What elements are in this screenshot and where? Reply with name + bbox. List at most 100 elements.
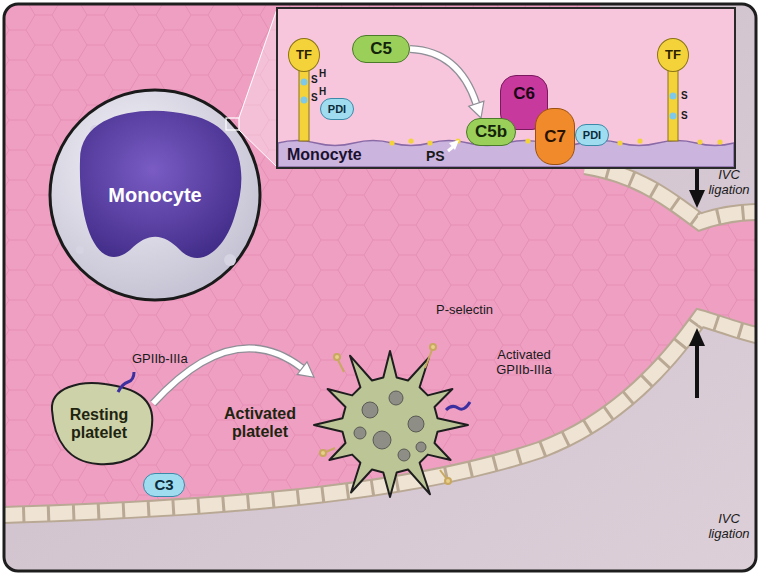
inset-ground: [277, 8, 735, 168]
cell-name: Activated platelet: [212, 405, 308, 442]
ligation-arrow: [689, 328, 705, 346]
ps-dot: [427, 140, 432, 145]
monocyte-body: [50, 90, 260, 300]
annotation-label: H: [319, 86, 326, 98]
vessel-wall: [4, 318, 756, 515]
p-selectin: [338, 360, 344, 372]
inset-caption: Monocyte: [287, 146, 362, 164]
arrow-shaft: [410, 49, 476, 104]
protein-name: C6: [513, 84, 535, 104]
complement-c5b: C5b: [466, 118, 516, 146]
arrow-head: [469, 101, 484, 118]
vessel-wall: [585, 166, 756, 222]
annotation-label: S: [681, 90, 688, 102]
resting-platelet: Resting platelet: [45, 383, 153, 465]
frame: [4, 4, 756, 571]
annotation-label: GPIIb-IIIa: [132, 352, 188, 367]
annotation-label: S: [681, 110, 688, 122]
p-selectin: [440, 470, 446, 478]
ligation-arrow: [695, 344, 699, 398]
zoom-line: [239, 130, 277, 167]
granule: [389, 391, 403, 405]
ps-dot: [617, 140, 622, 145]
annotation-label: P-selectin: [436, 303, 493, 318]
complement-c7: C7: [535, 108, 575, 165]
gpiib-iiia-receptor: [118, 372, 134, 392]
protein-name: C7: [544, 127, 566, 147]
granules: [354, 391, 426, 461]
vesicle: [224, 254, 236, 266]
protein-name: PDI: [583, 129, 601, 142]
protein-name: TF: [296, 48, 312, 63]
vessel-wall: [4, 318, 756, 515]
endothelium: [4, 4, 756, 515]
annotation-label: PS: [426, 148, 445, 164]
annotation-label: IVC ligation: [704, 512, 754, 542]
protein-name: PDI: [328, 103, 346, 116]
connector-arrow: [410, 49, 484, 118]
cell-name: Resting platelet: [53, 406, 145, 443]
arrow-head: [297, 362, 314, 377]
activated-platelet: Activated platelet: [314, 351, 468, 497]
granule: [373, 431, 391, 449]
p-selectin-molecules: [320, 344, 451, 484]
annotation-label: S: [311, 92, 318, 104]
granule: [354, 427, 366, 439]
protein-name: C5: [370, 39, 392, 59]
ps-dot: [717, 139, 722, 144]
disulfide-bead: [301, 79, 308, 86]
zoom-inset: Monocyte TF PDI C5C6C5b C7 PDI TF: [277, 8, 735, 168]
annotation-label: S: [311, 74, 318, 86]
annotation-label: H: [319, 68, 326, 80]
granule: [398, 449, 410, 461]
ligation-arrow: [689, 190, 705, 208]
granule: [362, 402, 378, 418]
protein-name: C5b: [475, 122, 507, 142]
activated-gpiib-iiia: [446, 402, 470, 410]
resting-platelet-body: [52, 383, 152, 464]
vesicle: [76, 246, 84, 254]
activated-platelet-body: [314, 351, 468, 497]
ps-pointer: [449, 140, 459, 150]
ps-dot: [525, 138, 530, 143]
zoom-line: [239, 9, 277, 118]
tf-protein: TF: [657, 38, 689, 72]
p-selectin: [430, 344, 436, 350]
complement-c5: C5: [352, 35, 410, 63]
protein-name: C3: [154, 476, 173, 493]
ps-dot: [697, 139, 702, 144]
zoom-marker: [226, 118, 239, 130]
tf-protein: TF: [288, 38, 320, 72]
ps-dot: [389, 140, 394, 145]
complement-c3: C3: [143, 473, 185, 497]
granule: [416, 442, 426, 452]
disulfide-bead: [670, 93, 677, 100]
monocyte-cell: Monocyte: [50, 90, 260, 300]
ps-dot: [408, 138, 413, 143]
granule: [408, 416, 424, 432]
tf-stem: [299, 70, 309, 141]
annotation-label: IVC ligation: [704, 168, 754, 198]
arrow-outline: [410, 49, 476, 104]
disulfide-bead: [301, 97, 308, 104]
p-selectin: [425, 350, 432, 368]
nucleus: [80, 111, 242, 258]
vessel-lumen: [4, 4, 756, 515]
zoom-wedge: [239, 9, 277, 167]
p-selectin: [445, 478, 451, 484]
ps-dot: [637, 138, 642, 143]
inset-border: [277, 8, 735, 168]
pdi-protein: PDI: [575, 124, 609, 146]
p-selectin: [326, 448, 335, 452]
vessel-wall: [585, 166, 756, 222]
p-selectin: [334, 354, 340, 360]
protein-name: TF: [665, 48, 681, 63]
annotation-label: Activated GPIIb-IIIa: [484, 348, 564, 378]
cell-name: Monocyte: [108, 184, 201, 207]
disulfide-bead: [670, 113, 677, 120]
pdi-protein: PDI: [320, 98, 354, 120]
tf-stem: [668, 70, 678, 141]
